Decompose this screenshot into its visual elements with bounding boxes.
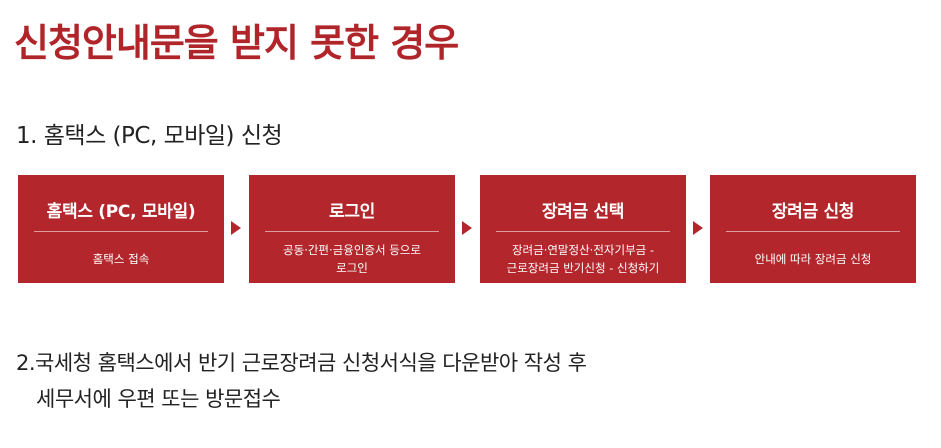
step-title: 홈택스 (PC, 모바일) (46, 202, 196, 222)
step-divider (726, 231, 900, 232)
step-select-incentive: 장려금 선택 장려금·연말정산·전자기부금 - 근로장려금 반기신청 - 신청하… (480, 175, 686, 283)
step-description-line: 로그인 (336, 261, 368, 275)
process-flow: 홈택스 (PC, 모바일) 홈택스 접속 로그인 공동·간편·금융인증서 등으로… (18, 175, 918, 283)
section-2-line: 세무서에 우편 또는 방문접수 (36, 387, 281, 411)
arrow-right-icon (462, 221, 472, 235)
step-apply-incentive: 장려금 신청 안내에 따라 장려금 신청 (710, 175, 916, 283)
step-description: 홈택스 접속 (22, 239, 220, 279)
step-description: 안내에 따라 장려금 신청 (714, 239, 912, 279)
step-description-line: 근로장려금 반기신청 - 신청하기 (506, 261, 660, 275)
step-divider (34, 231, 208, 232)
step-login: 로그인 공동·간편·금융인증서 등으로 로그인 (249, 175, 455, 283)
step-description: 장려금·연말정산·전자기부금 - 근로장려금 반기신청 - 신청하기 (484, 239, 682, 279)
section-2-text: 2.국세청 홈택스에서 반기 근로장려금 신청서식을 다운받아 작성 후 세무서… (16, 345, 587, 417)
step-description-line: 홈택스 접속 (92, 252, 150, 266)
step-homtax: 홈택스 (PC, 모바일) 홈택스 접속 (18, 175, 224, 283)
section-2-line: 2.국세청 홈택스에서 반기 근로장려금 신청서식을 다운받아 작성 후 (16, 351, 587, 375)
step-title: 로그인 (328, 202, 376, 222)
arrow-right-icon (231, 221, 241, 235)
step-title: 장려금 신청 (771, 202, 855, 222)
page-title: 신청안내문을 받지 못한 경우 (14, 21, 459, 65)
step-description-line: 장려금·연말정산·전자기부금 - (511, 243, 655, 257)
section-1-heading: 1. 홈택스 (PC, 모바일) 신청 (16, 123, 283, 149)
step-divider (265, 231, 439, 232)
step-description: 공동·간편·금융인증서 등으로 로그인 (253, 239, 451, 279)
step-description-line: 공동·간편·금융인증서 등으로 (283, 243, 421, 257)
step-description-line: 안내에 따라 장려금 신청 (754, 252, 872, 266)
step-divider (496, 231, 670, 232)
step-title: 장려금 선택 (541, 202, 625, 222)
arrow-right-icon (693, 221, 703, 235)
